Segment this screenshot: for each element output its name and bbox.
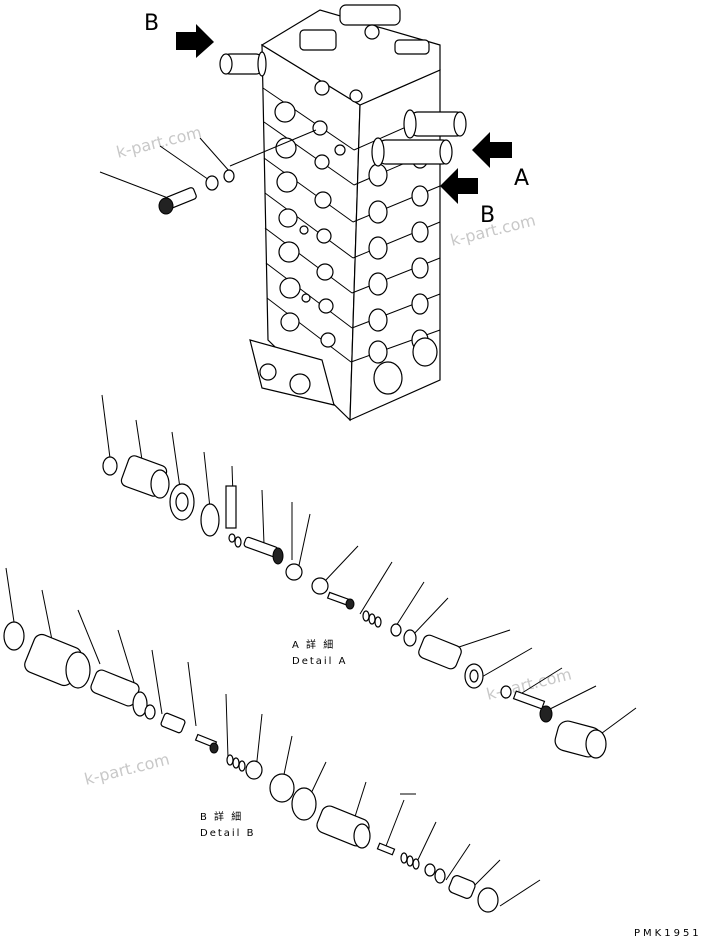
- right-cartridge-upper: [403, 109, 467, 139]
- arrow-b-top-icon: [176, 24, 214, 58]
- callout-b-top-left: B: [144, 11, 159, 36]
- callout-a-right: A: [514, 166, 529, 191]
- detail-b-parts: [3, 567, 541, 913]
- watermark: k-part.com: [82, 749, 171, 789]
- drawing-code: PMK1951: [634, 928, 702, 939]
- detail-b-label-en: Detail B: [200, 828, 256, 839]
- detail-b-label-jp: B 詳 細: [200, 810, 243, 823]
- watermark: k-part.com: [114, 122, 203, 162]
- detail-a-label-jp: A 詳 細: [292, 638, 335, 651]
- right-cartridge-lower: [371, 137, 453, 167]
- detail-a-label-en: Detail A: [292, 656, 347, 667]
- arrow-b-right-icon: [440, 168, 478, 204]
- detail-a-parts: [101, 394, 637, 759]
- side-plug-assembly: [99, 129, 317, 215]
- callout-b-right: B: [480, 203, 495, 228]
- control-valve-body: [219, 4, 467, 422]
- arrow-a-icon: [472, 132, 512, 168]
- top-left-cartridge: [219, 51, 267, 77]
